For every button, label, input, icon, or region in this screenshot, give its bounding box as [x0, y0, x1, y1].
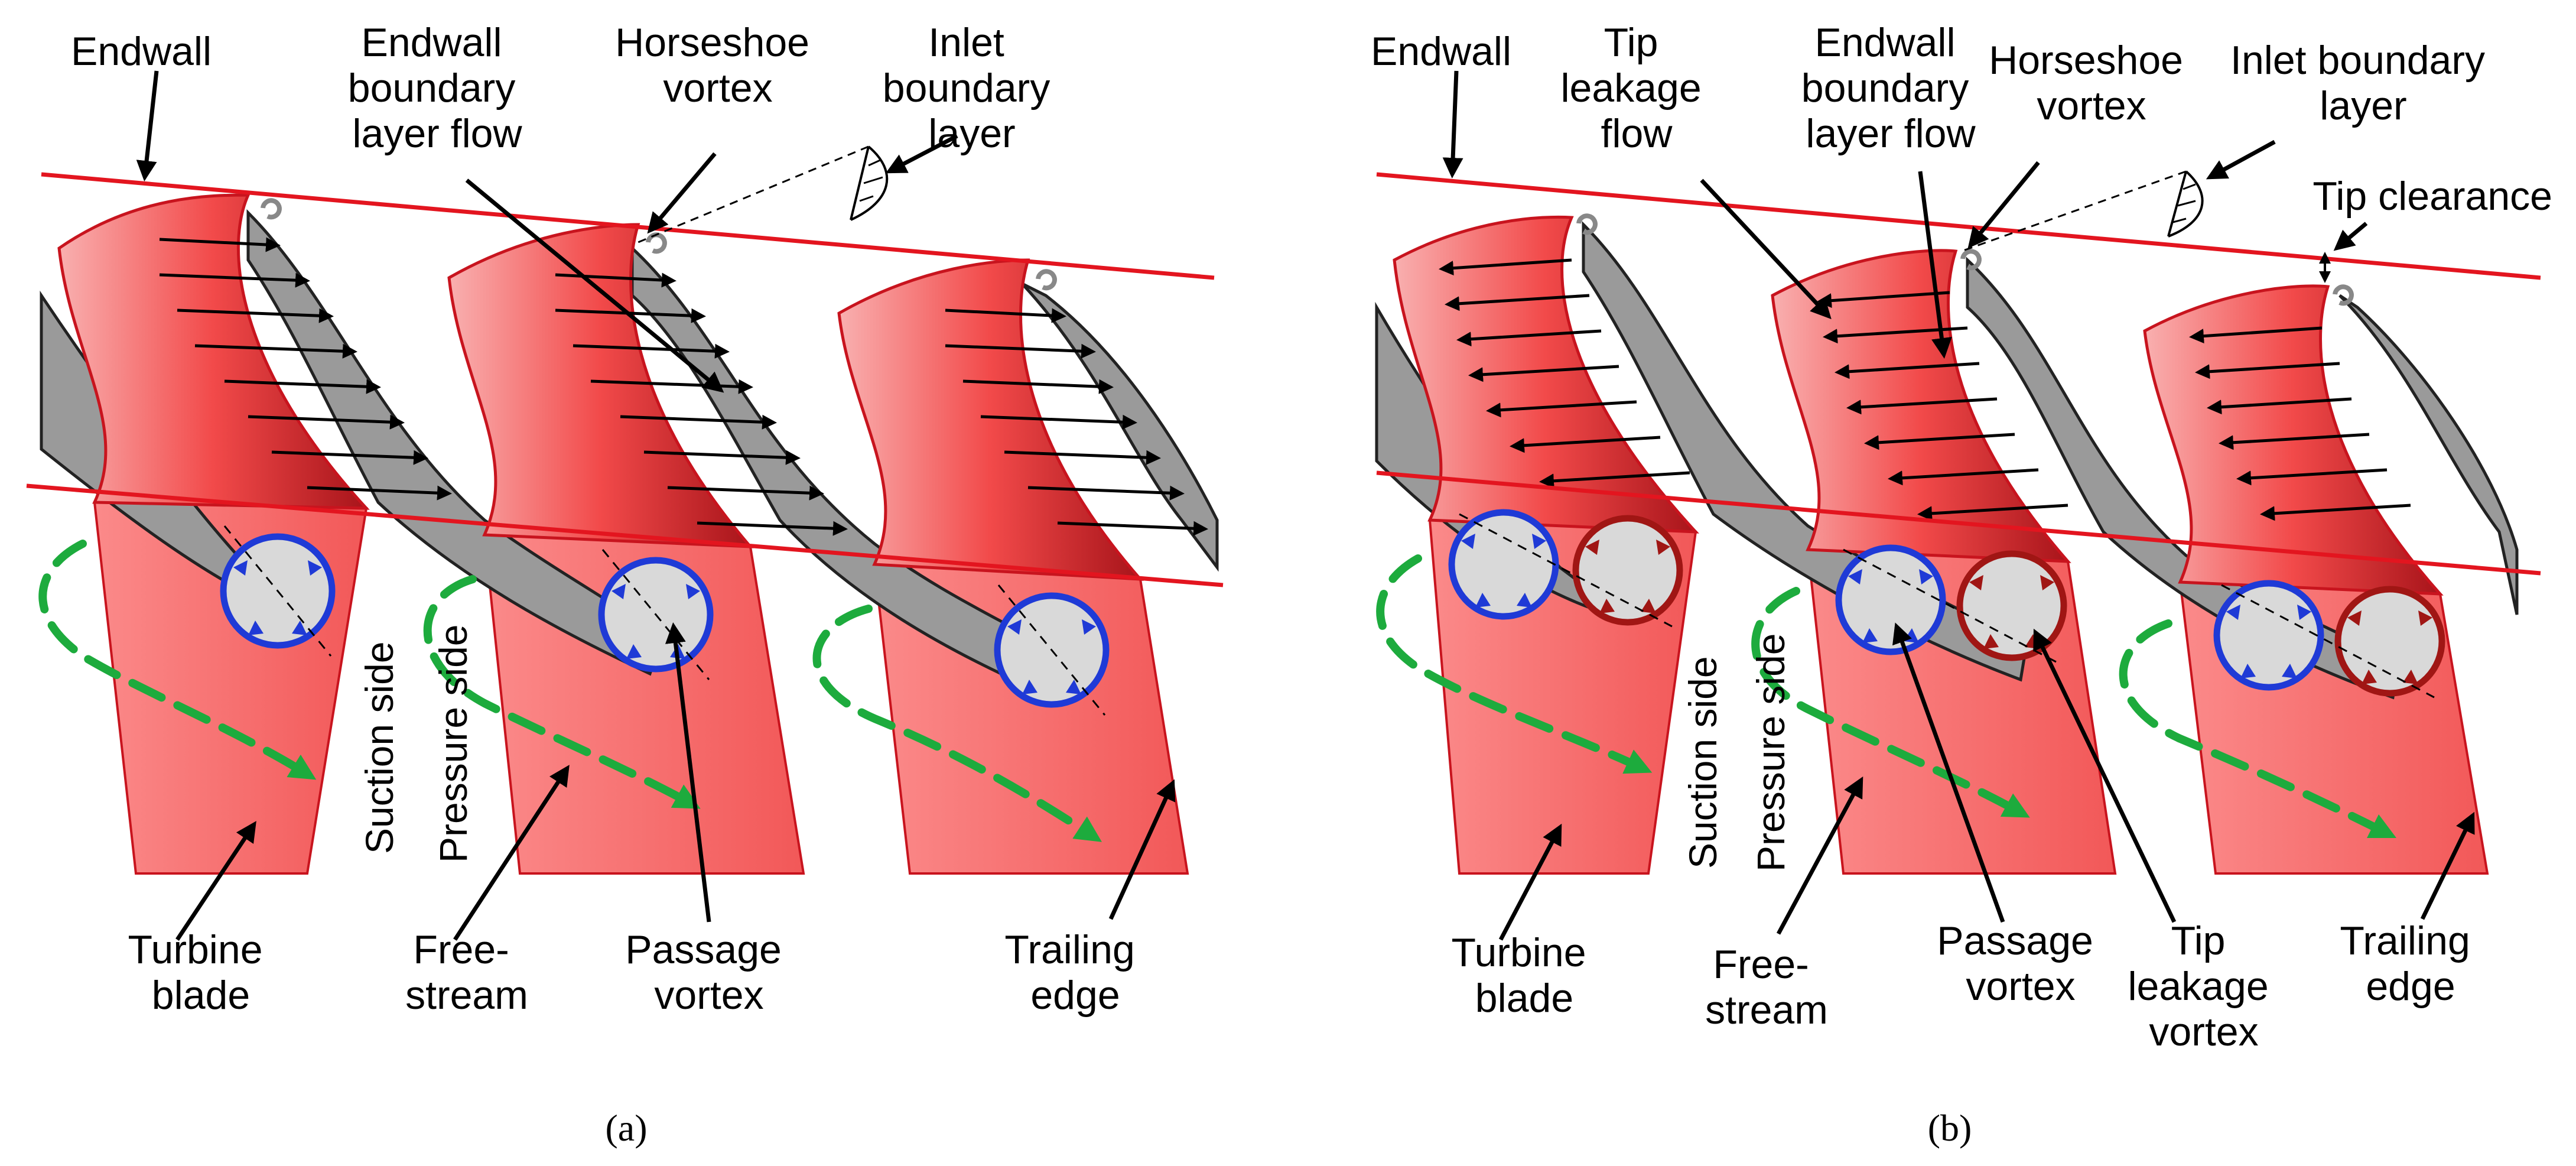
label-endwall: Endwall — [71, 29, 212, 74]
endwall-lines-b — [1376, 172, 2541, 576]
freestream-paths — [38, 540, 1102, 842]
panel-b: Endwall Tip leakage flow Endwall boundar… — [1371, 20, 2552, 1149]
passage-vortex-b2 — [1835, 544, 1946, 655]
vortex-surface-b4 — [2338, 294, 2519, 615]
blade-tip-b1 — [1393, 215, 1699, 534]
blade-tip-b2 — [1771, 249, 2071, 563]
label-trailing-edge: Trailing edge — [1004, 927, 1146, 1018]
endwall-line-top — [41, 172, 1215, 280]
label-pressure-side: Pressure side — [431, 624, 475, 863]
vortex-surface-4 — [1021, 282, 1219, 572]
inlet-boundary-layer-profile-b — [1961, 170, 2204, 252]
endwall-line-top-b — [1376, 172, 2541, 280]
label-endwall-boundary-layer-flow-b: Endwall boundary layer flow — [1801, 20, 1980, 156]
endwall-line-bottom-b — [1376, 470, 2541, 576]
label-suction-side: Suction side — [357, 641, 401, 854]
passage-vortex-b1 — [1448, 509, 1559, 620]
tip-leakage-vortex-b3 — [2334, 586, 2445, 697]
endwall-line-bottom — [26, 483, 1224, 587]
freestream-path-b2 — [1751, 587, 2030, 818]
label-turbine-blade: Turbine blade — [128, 927, 274, 1018]
label-suction-side-b: Suction side — [1681, 656, 1725, 869]
tip-leakage-vortex-b1 — [1572, 515, 1683, 626]
endwall-flow-arrows — [159, 237, 1208, 536]
freestream-path-1 — [38, 540, 317, 780]
inlet-boundary-layer-profile — [638, 145, 889, 243]
label-passage-vortex-b: Passage vortex — [1937, 918, 2105, 1009]
label-endwall-boundary-layer-flow: Endwall boundary layer flow — [348, 20, 526, 156]
blade-tip-2 — [447, 223, 754, 548]
caption-a: (a) — [605, 1107, 647, 1149]
freestream-path-3 — [812, 605, 1102, 842]
panel-a-leader-arrows — [136, 70, 1176, 941]
panel-a: Endwall Endwall boundary layer flow Hors… — [26, 20, 1224, 1149]
freestream-path-2 — [423, 575, 701, 809]
label-endwall-b: Endwall — [1371, 29, 1511, 74]
freestream-path-b3 — [2119, 619, 2397, 839]
tip-leakage-vortex-b2 — [1956, 550, 2067, 661]
label-inlet-boundary-layer-b: Inlet boundary layer — [2230, 38, 2496, 128]
caption-b: (b) — [1928, 1107, 1972, 1149]
horseshoe-vortex-curls-b — [1576, 213, 2354, 306]
turbine-blade-tips — [57, 193, 1144, 581]
label-passage-vortex: Passage vortex — [625, 927, 793, 1018]
vortex-pairs-b — [1448, 509, 2445, 699]
label-tip-clearance: Tip clearance — [2312, 174, 2552, 219]
label-turbine-blade-b: Turbine blade — [1452, 930, 1598, 1021]
label-pressure-side-b: Pressure side — [1749, 633, 1793, 872]
endwall-lines — [26, 172, 1224, 587]
label-horseshoe-vortex: Horseshoe vortex — [615, 20, 821, 111]
freestream-path-b1 — [1376, 554, 1653, 774]
label-inlet-boundary-layer: Inlet boundary layer — [883, 20, 1061, 156]
tip-leakage-flow-arrows — [1439, 258, 2411, 521]
label-freestream: Free- stream — [405, 927, 528, 1018]
horseshoe-vortex-curls — [261, 198, 1057, 291]
freestream-paths-b — [1376, 554, 2397, 839]
label-tip-leakage-vortex: Tip leakage vortex — [2128, 918, 2279, 1054]
label-tip-leakage-flow: Tip leakage flow — [1560, 20, 1712, 156]
panel-b-leader-arrows — [1442, 70, 2475, 941]
blade-tip-3 — [837, 258, 1144, 581]
label-freestream-b: Free- stream — [1705, 942, 1828, 1032]
label-trailing-edge-b: Trailing edge — [2340, 918, 2481, 1009]
label-horseshoe-vortex-b: Horseshoe vortex — [1989, 38, 2194, 128]
blade-tip-1 — [57, 193, 370, 510]
passage-vortex-b3 — [2213, 580, 2324, 691]
